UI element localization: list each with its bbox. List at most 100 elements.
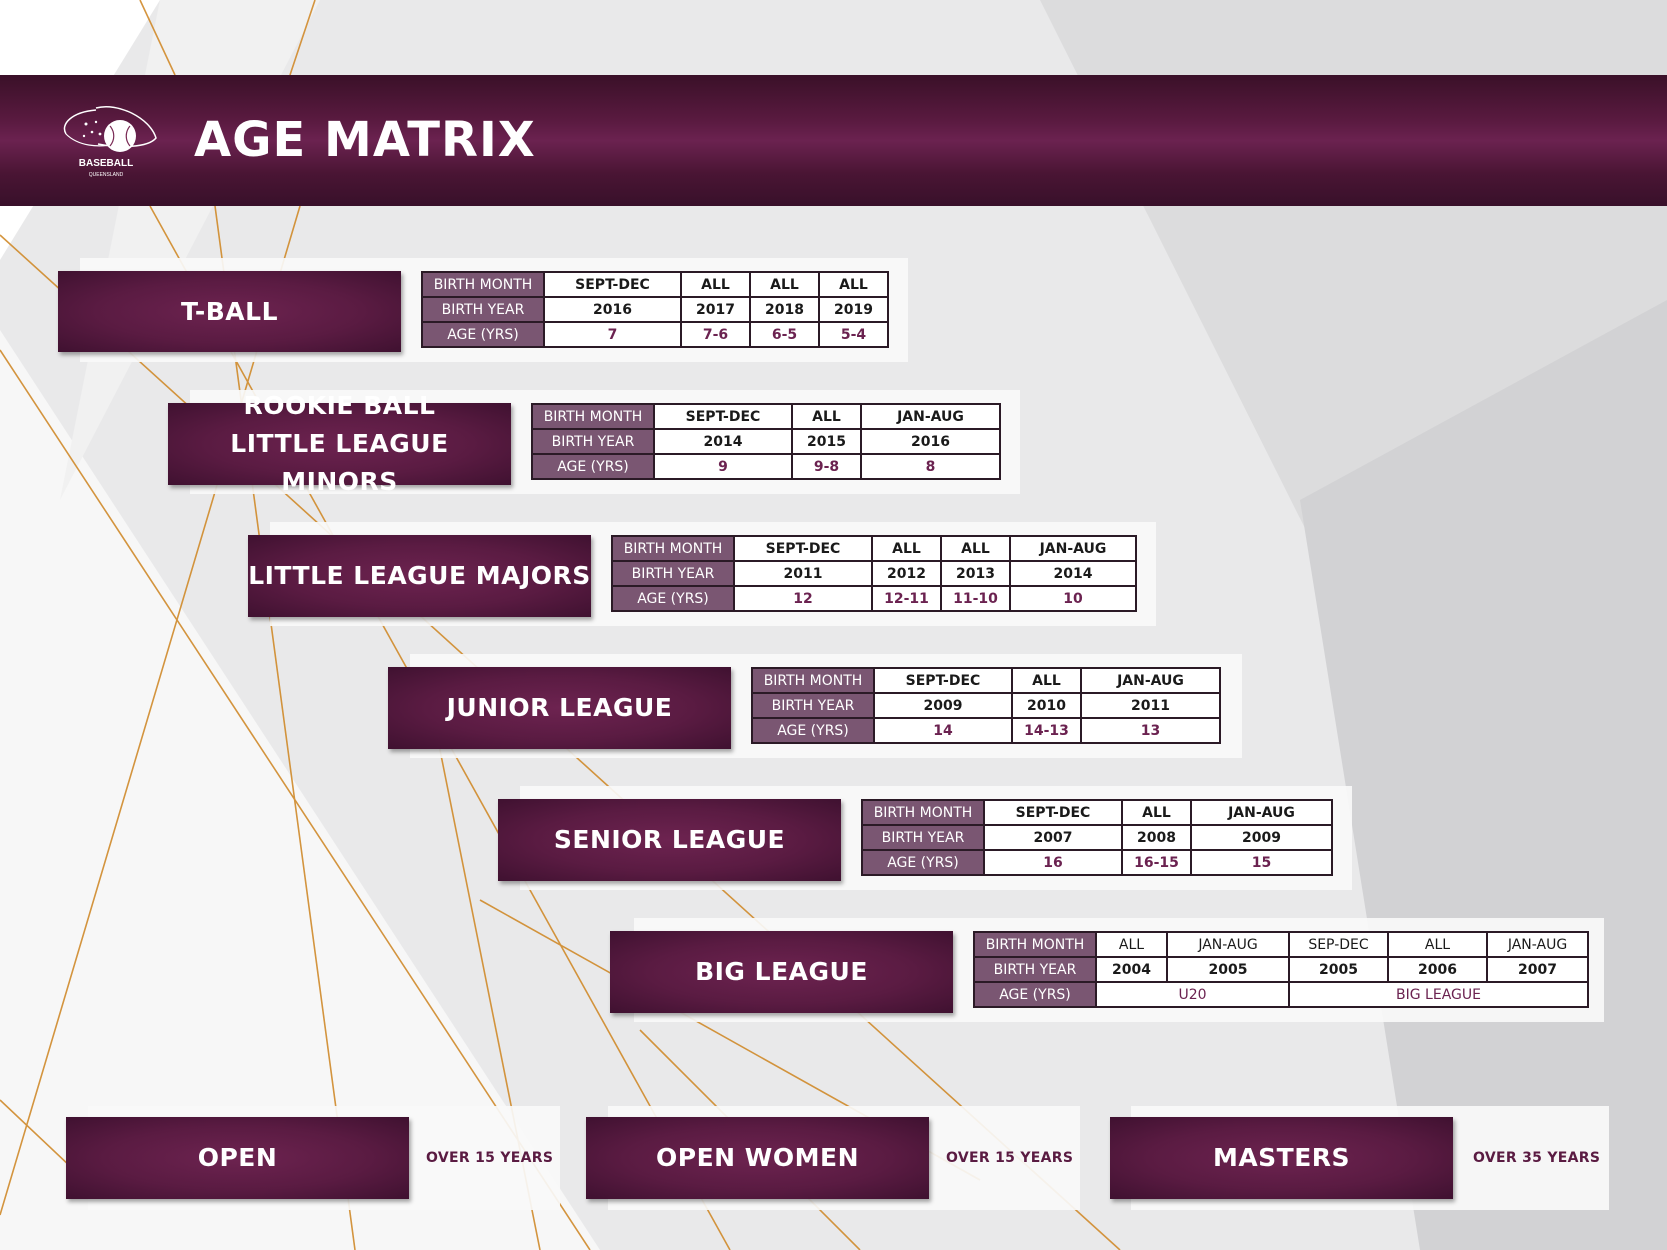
row-label: AGE (YRS) [973,981,1097,1008]
table-cell: JAN-AUG [1009,535,1137,562]
age-table-rookie-ball: BIRTH MONTH SEPT-DEC ALL JAN-AUG BIRTH Y… [531,403,1001,480]
division-name-line-1: ROOKIE BALL [243,391,436,420]
row-label: BIRTH MONTH [751,667,875,694]
table-cell: 2009 [873,692,1013,719]
table-cell: 8 [860,453,1001,480]
table-cell: SEPT-DEC [983,799,1123,826]
table-cell: BIG LEAGUE [1288,981,1589,1008]
table-cell: JAN-AUG [1486,931,1589,958]
table-row-birth-month: BIRTH MONTH SEPT-DEC ALL ALL JAN-AUG [611,535,1137,562]
division-badge-little-league-majors: LITTLE LEAGUE MAJORS [248,535,591,617]
open-women-badge: OPEN WOMEN [586,1117,929,1199]
table-cell: JAN-AUG [1190,799,1333,826]
table-row-birth-month: BIRTH MONTH SEPT-DEC ALL JAN-AUG [751,667,1221,694]
table-row-age: AGE (YRS) 16 16-15 15 [861,849,1333,876]
logo-subtext: QUEENSLAND [89,172,124,178]
open-badge: OPEN [66,1117,409,1199]
masters-name: MASTERS [1212,1143,1351,1172]
division-name-line-2: LITTLE LEAGUE MINORS [230,429,449,496]
row-label: BIRTH MONTH [861,799,985,826]
age-table-senior-league: BIRTH MONTH SEPT-DEC ALL JAN-AUG BIRTH Y… [861,799,1333,876]
table-cell: 9 [653,453,793,480]
table-row-birth-year: BIRTH YEAR 2011 2012 2013 2014 [611,560,1137,587]
table-cell: JAN-AUG [1166,931,1290,958]
table-cell: 7 [543,321,682,348]
age-table-tball: BIRTH MONTH SEPT-DEC ALL ALL ALL BIRTH Y… [421,271,889,348]
division-badge-junior-league: JUNIOR LEAGUE [388,667,731,749]
table-cell: 2015 [791,428,862,455]
open-women-name: OPEN WOMEN [656,1143,859,1172]
row-label: BIRTH MONTH [611,535,735,562]
table-row-age: AGE (YRS) 9 9-8 8 [531,453,1001,480]
table-cell: 2016 [543,296,682,323]
masters-badge: MASTERS [1110,1117,1453,1199]
header-bar [0,75,1667,206]
table-cell: 2016 [860,428,1001,455]
table-cell: 2011 [733,560,873,587]
table-cell: 14 [873,717,1013,744]
table-cell: SEPT-DEC [733,535,873,562]
table-cell: 2007 [983,824,1123,851]
table-cell: JAN-AUG [1080,667,1221,694]
table-row-age: AGE (YRS) 14 14-13 13 [751,717,1221,744]
table-row-birth-year: BIRTH YEAR 2009 2010 2011 [751,692,1221,719]
table-cell: 12-11 [871,585,942,612]
table-cell: ALL [791,403,862,430]
table-row-birth-month: BIRTH MONTH SEPT-DEC ALL JAN-AUG [531,403,1001,430]
table-cell: 2008 [1121,824,1192,851]
table-cell: 2004 [1095,956,1168,983]
table-cell: 2012 [871,560,942,587]
table-row-birth-month: BIRTH MONTH SEPT-DEC ALL ALL ALL [421,271,889,298]
row-label: BIRTH YEAR [421,296,545,323]
division-name: SENIOR LEAGUE [553,825,786,854]
table-row-birth-year: BIRTH YEAR 2007 2008 2009 [861,824,1333,851]
table-row-age: AGE (YRS) 7 7-6 6-5 5-4 [421,321,889,348]
table-cell: ALL [1011,667,1082,694]
table-cell: SEP-DEC [1288,931,1389,958]
row-label: AGE (YRS) [531,453,655,480]
table-cell: SEPT-DEC [873,667,1013,694]
row-label: BIRTH MONTH [421,271,545,298]
table-row-birth-month: BIRTH MONTH ALL JAN-AUG SEP-DEC ALL JAN-… [973,931,1589,958]
table-cell: 2005 [1288,956,1389,983]
table-cell: 2019 [818,296,889,323]
table-cell: 2014 [653,428,793,455]
table-cell: ALL [1095,931,1168,958]
baseball-queensland-logo: BASEBALL QUEENSLAND [63,106,157,178]
table-cell: 6-5 [749,321,820,348]
division-name: JUNIOR LEAGUE [446,693,673,722]
row-label: BIRTH YEAR [973,956,1097,983]
table-cell: ALL [1121,799,1192,826]
table-row-birth-year: BIRTH YEAR 2004 2005 2005 2006 2007 [973,956,1589,983]
age-table-little-league-majors: BIRTH MONTH SEPT-DEC ALL ALL JAN-AUG BIR… [611,535,1137,612]
table-cell: 12 [733,585,873,612]
table-cell: 10 [1009,585,1137,612]
table-cell: 2014 [1009,560,1137,587]
row-label: BIRTH YEAR [861,824,985,851]
table-row-age: AGE (YRS) U20 BIG LEAGUE [973,981,1589,1008]
division-name: BIG LEAGUE [695,957,868,986]
table-cell: 2006 [1387,956,1488,983]
table-cell: 13 [1080,717,1221,744]
table-cell: 16-15 [1121,849,1192,876]
age-table-big-league: BIRTH MONTH ALL JAN-AUG SEP-DEC ALL JAN-… [973,931,1589,1008]
table-cell: 2011 [1080,692,1221,719]
division-name: T-BALL [180,296,279,326]
table-row-birth-month: BIRTH MONTH SEPT-DEC ALL JAN-AUG [861,799,1333,826]
table-cell: ALL [940,535,1011,562]
page-title: AGE MATRIX [194,112,536,168]
table-cell: ALL [818,271,889,298]
table-cell: 9-8 [791,453,862,480]
table-cell: 16 [983,849,1123,876]
open-name: OPEN [197,1143,278,1172]
table-cell: 2005 [1166,956,1290,983]
row-label: AGE (YRS) [861,849,985,876]
open-women-note: OVER 15 YEARS [946,1150,1074,1166]
row-label: BIRTH YEAR [751,692,875,719]
table-cell: SEPT-DEC [543,271,682,298]
open-note: OVER 15 YEARS [426,1150,554,1166]
table-cell: 11-10 [940,585,1011,612]
division-badge-rookie-ball: ROOKIE BALL LITTLE LEAGUE MINORS [168,391,511,496]
table-cell: 2018 [749,296,820,323]
table-cell: 5-4 [818,321,889,348]
